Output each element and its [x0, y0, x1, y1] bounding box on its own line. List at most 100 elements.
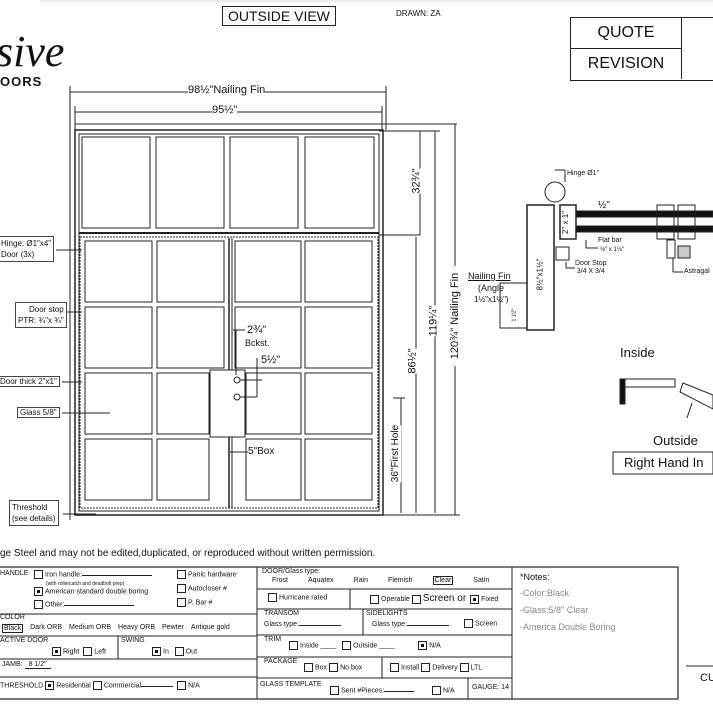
glass-pane [84, 372, 153, 435]
install-checkbox[interactable] [390, 663, 399, 672]
ltl-label: LTL [470, 664, 483, 672]
trim-outside-label: Outside [353, 642, 378, 650]
swing-in-checkbox[interactable] [152, 647, 161, 656]
glass-pane [84, 306, 153, 369]
glass-rain[interactable]: Rain [353, 577, 369, 584]
glass-type-label: DOOR/Glass type: [262, 568, 320, 575]
template-na-checkbox[interactable] [432, 686, 441, 695]
trim-na-label: N/A [429, 642, 441, 650]
dim-first-hole: 36"First Hole [390, 424, 402, 483]
fixed-label: Fixed [481, 596, 499, 603]
box-label: Box [315, 664, 328, 672]
glass-template-label: GLASS TEMPLATE [260, 681, 322, 688]
autocloser-checkbox[interactable] [177, 584, 186, 593]
right-checkbox[interactable] [52, 647, 61, 656]
screen-or-label: Screen or [422, 593, 467, 604]
trim-inside-checkbox[interactable] [289, 641, 298, 650]
door-stop-size: 3/4 X 3/4 [576, 268, 605, 275]
sidelights-glass-label: Glass type: [372, 621, 408, 628]
color-black[interactable]: Black [2, 624, 24, 633]
door-stop-label: Door Stop [575, 260, 607, 267]
delivery-label: Delivery [432, 664, 458, 672]
glass-pane [304, 240, 373, 303]
handle-label: HANDLE [0, 570, 29, 577]
install-label: Install [401, 664, 420, 672]
detail-small-dim: 1 1/2" [511, 308, 518, 322]
residential-checkbox[interactable] [45, 681, 55, 690]
color-heavy-orb[interactable]: Heavy ORB [118, 624, 156, 631]
note-item: -America Double Boring [520, 622, 616, 632]
template-sent-checkbox[interactable] [330, 686, 339, 695]
hurricane-label: Hurricane rated [279, 594, 328, 602]
glass-frost[interactable]: Frost [272, 577, 288, 584]
operable-checkbox[interactable] [370, 594, 379, 604]
trim-outside-checkbox[interactable] [342, 641, 352, 650]
transom-glass-label: Glass type: [264, 621, 300, 628]
commercial-checkbox[interactable] [92, 681, 102, 690]
transom-glass-field[interactable] [299, 625, 342, 626]
sidelights-glass-field[interactable] [407, 625, 450, 626]
threshold-label: THRESHOLD [0, 682, 44, 690]
customer-label: CU [700, 672, 713, 684]
dim-frame-height: 119¼" [427, 305, 440, 337]
iron-handle-checkbox[interactable] [34, 570, 43, 579]
note-item: -Glass:5/8" Clear [520, 605, 589, 615]
residential-label: Residential [56, 682, 91, 690]
template-na-label: N/A [443, 687, 455, 695]
other-checkbox[interactable] [34, 600, 43, 609]
color-medium-orb[interactable]: Medium ORB [69, 624, 112, 631]
brand-logo-sub: OORS [0, 74, 43, 89]
jamb-value[interactable]: 8 1/2" [24, 661, 51, 669]
operable-label: Operable [381, 596, 410, 603]
glass-pane [156, 306, 225, 369]
trim-na-checkbox[interactable] [418, 641, 428, 650]
hurricane-checkbox[interactable] [268, 593, 277, 602]
color-antique-gold[interactable]: Antique gold [190, 624, 230, 631]
american-boring-checkbox[interactable] [34, 587, 43, 596]
screen-checkbox[interactable] [464, 619, 473, 628]
ltl-checkbox[interactable] [459, 663, 469, 672]
copyright-notice: ge Steel and may not be edited,duplicate… [0, 548, 376, 559]
fixed-checkbox[interactable] [470, 594, 480, 604]
threshold-na-checkbox[interactable] [177, 681, 187, 690]
note-item: -Color:Black [520, 588, 570, 598]
box-checkbox[interactable] [304, 663, 313, 672]
brand-logo: sive [0, 27, 65, 76]
nobox-checkbox[interactable] [329, 663, 339, 672]
detail-jamb: 8½"x1½" [535, 258, 545, 291]
glass-pane [156, 372, 210, 435]
threshold-na-label: N/A [188, 682, 200, 690]
glass-pane [245, 372, 302, 435]
glass-clear[interactable]: Clear [432, 576, 454, 585]
package-label: PACKAGE [264, 658, 298, 665]
sidelights-label: SIDELIGHTS [366, 610, 408, 617]
commercial-label: Commercial [103, 682, 142, 690]
glass-aquatex[interactable]: Aquatex [307, 577, 334, 584]
template-sent-label: Sent #Pieces: [341, 687, 385, 695]
screen-or-checkbox[interactable] [411, 594, 421, 604]
glass-flemish[interactable]: Flemish [388, 577, 413, 584]
panic-checkbox[interactable] [177, 570, 186, 579]
color-pewter[interactable]: Pewter [162, 624, 184, 631]
active-door-label: ACTIVE DOOR [0, 637, 49, 644]
delivery-checkbox[interactable] [421, 663, 431, 672]
left-label: Left [94, 648, 106, 656]
color-dark-orb[interactable]: Dark ORB [30, 624, 63, 631]
glass-satin[interactable]: Satin [473, 577, 490, 584]
iron-handle-field[interactable] [81, 575, 152, 577]
swing-out-checkbox[interactable] [174, 647, 184, 656]
callout-door-thick: Door thick 2"x1" [0, 376, 60, 387]
american-boring-label: American standard double boring [45, 588, 149, 596]
left-checkbox[interactable] [83, 647, 93, 656]
detail-angle-1: (Angle [478, 283, 505, 293]
quote-table: QUOTE REVISION [570, 17, 713, 81]
other-field[interactable] [64, 605, 135, 607]
dim-backset-label: Bckst. [245, 338, 270, 348]
glass-pane [304, 306, 373, 369]
callout-hinge-line2: Door (3x) [1, 250, 35, 259]
right-label: Right [63, 648, 80, 656]
drawn-by: DRAWN: ZA [396, 9, 441, 18]
pbar-checkbox[interactable] [177, 598, 186, 607]
